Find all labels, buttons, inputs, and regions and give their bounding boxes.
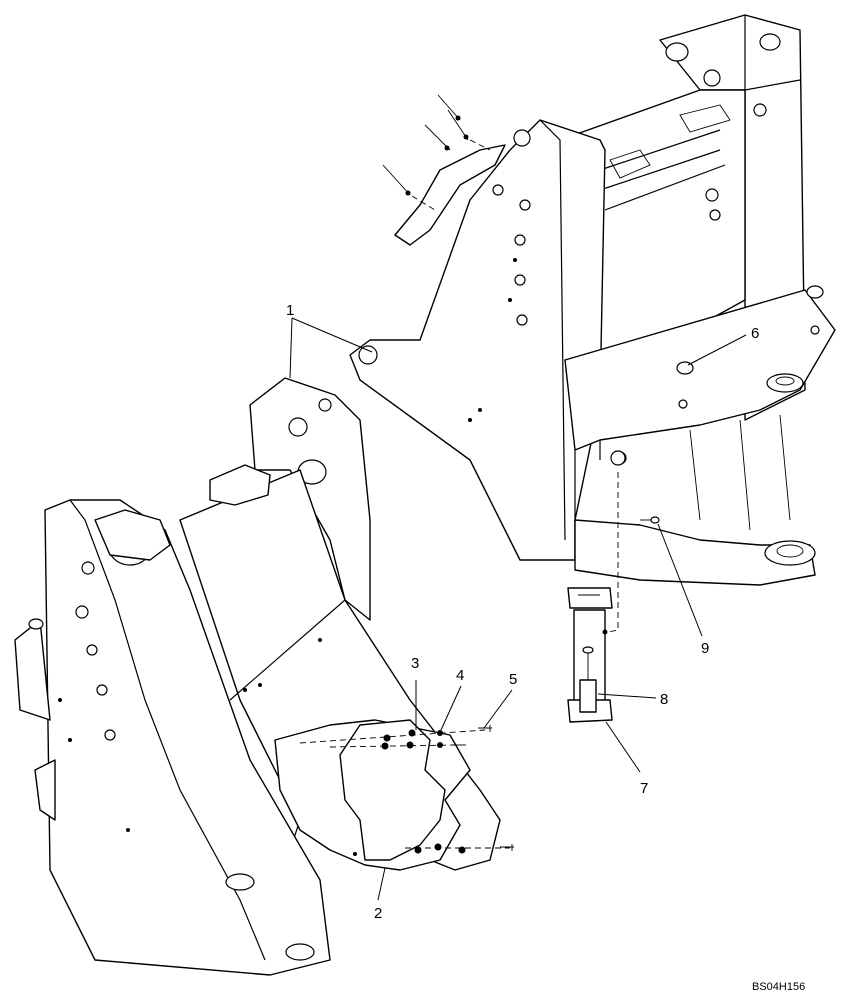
callout-3: 3 <box>411 655 419 672</box>
callout-5: 5 <box>509 671 517 688</box>
hitch-plate <box>274 719 471 871</box>
callout-6: 6 <box>751 325 759 342</box>
callout-2: 2 <box>374 905 382 922</box>
callout-7: 7 <box>640 780 648 797</box>
bracket-fasteners <box>382 94 491 211</box>
front-frame <box>14 377 501 976</box>
rear-frame <box>349 14 836 586</box>
support-bracket-assembly <box>567 450 660 723</box>
fastener-lines <box>299 725 514 851</box>
callout-labels: 1 2 3 4 5 6 7 8 9 <box>286 302 759 922</box>
callout-8: 8 <box>660 691 668 708</box>
callout-4: 4 <box>456 667 464 684</box>
figure-reference-code: BS04H156 <box>752 981 805 993</box>
callout-1: 1 <box>286 302 294 319</box>
callout-9: 9 <box>701 640 709 657</box>
leader-lines <box>289 317 747 901</box>
